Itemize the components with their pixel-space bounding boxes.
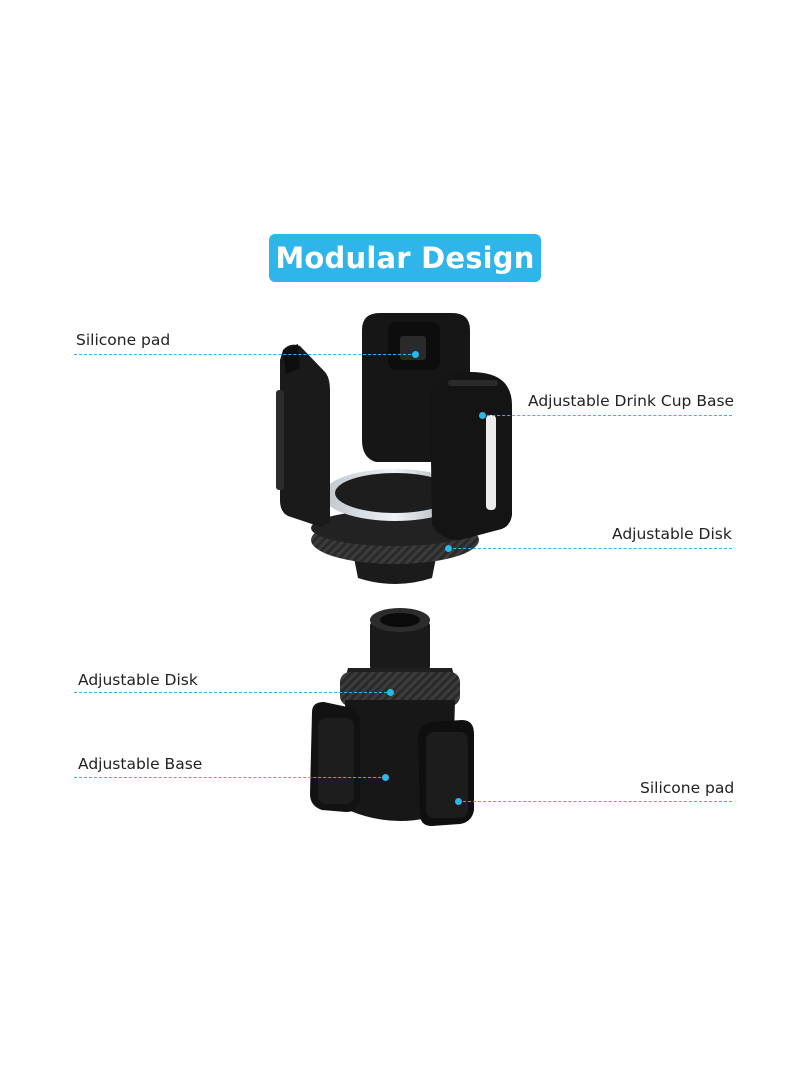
leader-top-adjustable-disk: [448, 548, 732, 549]
label-drink-cup-base: Adjustable Drink Cup Base: [528, 392, 735, 410]
label-top-silicone-pad: Silicone pad: [76, 331, 171, 349]
marker-adjustable-base: [382, 774, 389, 781]
label-top-adjustable-disk: Adjustable Disk: [612, 525, 732, 543]
leader-drink-cup-base: [482, 415, 732, 416]
leader-adjustable-base: [74, 777, 386, 778]
marker-top-silicone-pad: [412, 351, 419, 358]
label-adjustable-base: Adjustable Base: [78, 755, 203, 773]
marker-bottom-silicone-pad: [455, 798, 462, 805]
leader-bottom-silicone-pad: [458, 801, 732, 802]
leader-bottom-adjustable-disk: [74, 692, 392, 693]
title-badge: Modular Design: [269, 234, 541, 282]
marker-drink-cup-base: [479, 412, 486, 419]
marker-bottom-adjustable-disk: [387, 689, 394, 696]
label-bottom-silicone-pad: Silicone pad: [640, 779, 735, 797]
page-title: Modular Design: [275, 241, 535, 275]
leader-top-silicone-pad: [74, 354, 416, 355]
label-bottom-adjustable-disk: Adjustable Disk: [78, 671, 198, 689]
marker-top-adjustable-disk: [445, 545, 452, 552]
